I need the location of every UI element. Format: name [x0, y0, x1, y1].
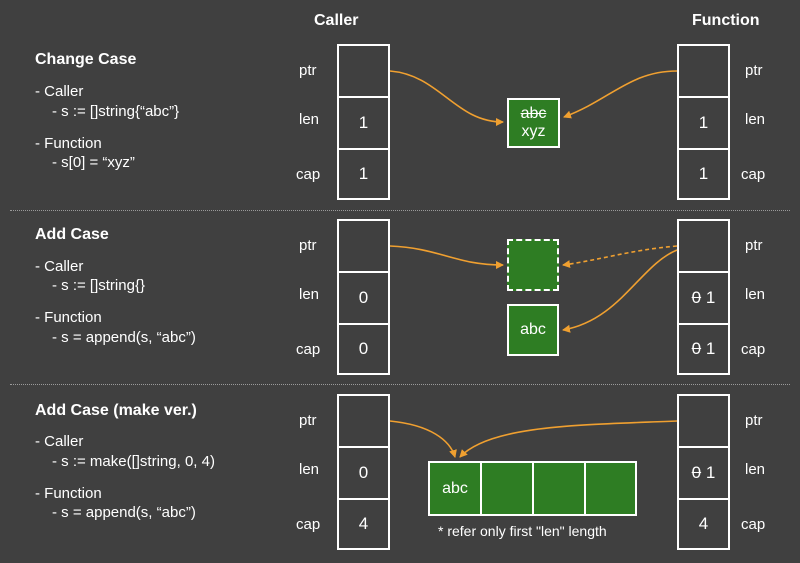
section-1-new-value: xyz	[521, 123, 546, 140]
section-3-func-ptr-cell	[677, 394, 730, 448]
section-2-caller-cap-label: cap	[296, 341, 321, 358]
section-2-func-ptr-label: ptr	[745, 237, 763, 254]
section-1-func-ptr-arrow	[563, 70, 678, 119]
section-3-func-ptr-arrow	[459, 420, 678, 458]
section-2-caller-code: - s := []string{}	[52, 277, 145, 294]
section-2-caller-ptr-arrow	[389, 245, 504, 269]
section-3-caller-cap-cell: 4	[337, 498, 390, 550]
section-2-title: Add Case	[35, 226, 109, 243]
section-3-array-element-1	[480, 461, 534, 516]
section-2-func-len-new: 1	[705, 288, 716, 307]
section-3-func-ptr-label: ptr	[745, 412, 763, 429]
section-1-old-value: abc	[520, 105, 547, 122]
section-1-caller-ptr-cell	[337, 44, 390, 98]
section-1-func-ptr-label: ptr	[745, 62, 763, 79]
section-2-function-label: - Function	[35, 309, 102, 326]
section-3-function-code: - s = append(s, “abc”)	[52, 504, 196, 521]
section-3-caller-len-cell: 0	[337, 446, 390, 500]
section-1-func-len-label: len	[745, 111, 766, 128]
section-1-caller-label: - Caller	[35, 83, 84, 100]
section-1-func-cap-label: cap	[741, 166, 766, 183]
section-1-caller-cap-cell: 1	[337, 148, 390, 200]
section-3-caller-code: - s := make([]string, 0, 4)	[52, 453, 215, 470]
section-2-caller-ptr-label: ptr	[299, 237, 317, 254]
section-3-array-element-3	[584, 461, 637, 516]
section-2-func-old-ptr-arrow	[562, 245, 678, 269]
section-1-function-code: - s[0] = “xyz”	[52, 154, 135, 171]
section-1-function-label: - Function	[35, 135, 102, 152]
section-2-caller-len-label: len	[299, 286, 320, 303]
section-3-array-element-0: abc	[428, 461, 482, 516]
section-2-func-len-old: 0	[691, 288, 702, 307]
section-3-func-len-cell: 0 1	[677, 446, 730, 500]
caller-header: Caller	[314, 12, 359, 29]
section-3-caller-label: - Caller	[35, 433, 84, 450]
section-2-func-cap-cell: 0 1	[677, 323, 730, 375]
section-1-title: Change Case	[35, 51, 137, 68]
section-1-func-len-cell: 1	[677, 96, 730, 150]
section-3-caller-ptr-cell	[337, 394, 390, 448]
function-header: Function	[692, 12, 760, 29]
section-1-array-element: abc xyz	[507, 98, 560, 148]
section-1-caller-ptr-arrow	[389, 70, 504, 126]
section-2-caller-cap-cell: 0	[337, 323, 390, 375]
section-2-func-cap-old: 0	[691, 339, 702, 358]
section-3-array-element-2	[532, 461, 586, 516]
section-divider-1	[10, 210, 790, 211]
section-2-new-array-element: abc	[507, 304, 559, 356]
section-divider-2	[10, 384, 790, 385]
section-1-func-ptr-cell	[677, 44, 730, 98]
section-3-note: * refer only first "len" length	[438, 523, 607, 539]
section-3-caller-len-label: len	[299, 461, 320, 478]
section-2-caller-label: - Caller	[35, 258, 84, 275]
section-3-caller-ptr-arrow	[389, 420, 457, 458]
section-2-func-ptr-cell	[677, 219, 730, 273]
section-2-func-cap-new: 1	[705, 339, 716, 358]
section-3-func-len-new: 1	[705, 463, 716, 482]
section-3-caller-ptr-label: ptr	[299, 412, 317, 429]
section-2-func-cap-label: cap	[741, 341, 766, 358]
section-1-caller-len-label: len	[299, 111, 320, 128]
section-3-func-len-old: 0	[691, 463, 702, 482]
section-3-function-label: - Function	[35, 485, 102, 502]
section-1-caller-code: - s := []string{“abc”}	[52, 103, 180, 120]
section-3-title: Add Case (make ver.)	[35, 402, 197, 419]
section-2-old-array-element	[507, 239, 559, 291]
section-2-caller-len-cell: 0	[337, 271, 390, 325]
section-3-func-cap-label: cap	[741, 516, 766, 533]
section-2-function-code: - s = append(s, “abc”)	[52, 329, 196, 346]
section-2-func-new-ptr-arrow	[562, 249, 678, 333]
section-3-caller-cap-label: cap	[296, 516, 321, 533]
section-2-func-len-cell: 0 1	[677, 271, 730, 325]
section-1-func-cap-cell: 1	[677, 148, 730, 200]
section-2-caller-ptr-cell	[337, 219, 390, 273]
section-1-caller-ptr-label: ptr	[299, 62, 317, 79]
section-1-caller-len-cell: 1	[337, 96, 390, 150]
section-1-caller-cap-label: cap	[296, 166, 321, 183]
section-3-func-len-label: len	[745, 461, 766, 478]
section-3-func-cap-cell: 4	[677, 498, 730, 550]
section-2-func-len-label: len	[745, 286, 766, 303]
